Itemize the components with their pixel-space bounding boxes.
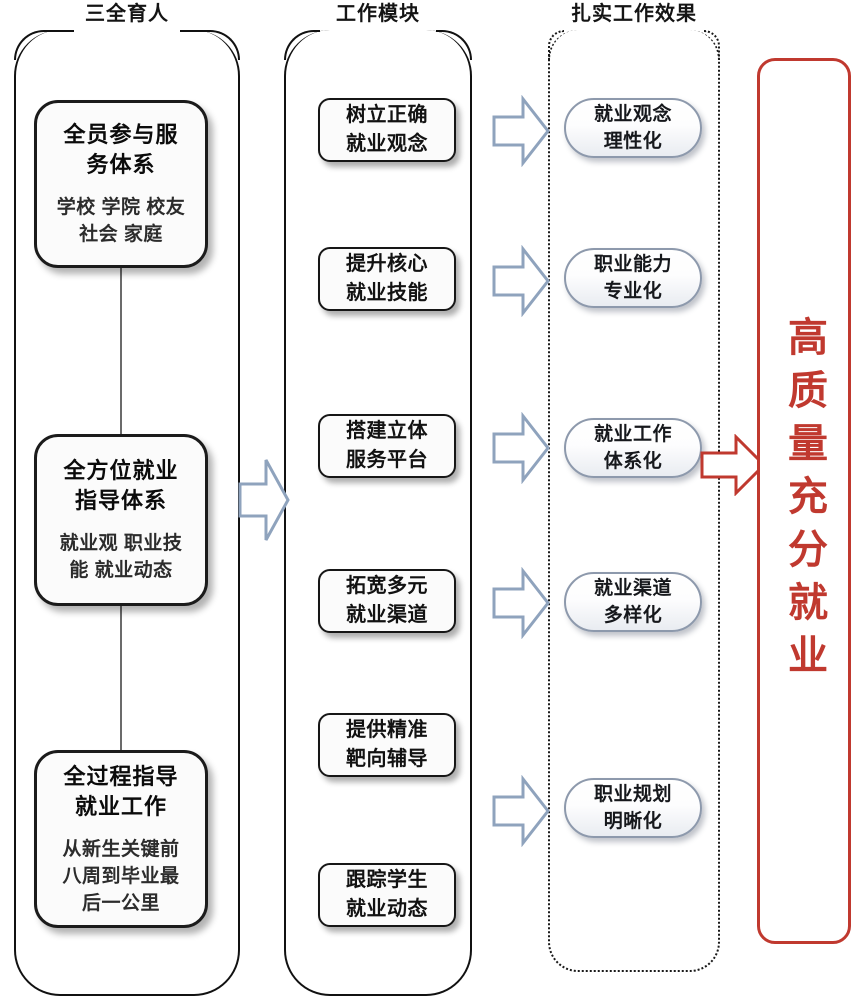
arrow-module-to-effect-5-icon: [492, 775, 550, 847]
pillar-box-3[interactable]: 全过程指导 就业工作 从新生关键前 八周到毕业最 后一公里: [34, 750, 208, 928]
pillar-title-line-1: 全过程指导: [63, 763, 179, 789]
effect-pill-3[interactable]: 就业工作 体系化: [564, 418, 702, 478]
effect-text: 就业工作 体系化: [594, 421, 672, 475]
module-text: 搭建立体 服务平台: [346, 417, 428, 475]
effect-text: 就业观念 理性化: [594, 101, 672, 155]
column-frame-right: [548, 8, 720, 972]
pillar-subtitle: 从新生关键前 八周到毕业最 后一公里: [62, 836, 179, 917]
effect-line-2: 理性化: [603, 131, 663, 152]
effect-line-2: 多样化: [603, 605, 663, 626]
pillar-subtitle-line-1: 就业观 职业技: [59, 533, 183, 554]
pillar-title: 全方位就业 指导体系: [63, 456, 178, 516]
module-box-4[interactable]: 拓宽多元 就业渠道: [318, 569, 456, 633]
module-text: 树立正确 就业观念: [346, 101, 428, 159]
module-box-5[interactable]: 提供精准 靶向辅导: [318, 713, 456, 777]
effect-line-2: 明晰化: [603, 811, 663, 832]
module-line-1: 提升核心: [346, 253, 428, 275]
goal-box[interactable]: 高质量充分就业: [757, 58, 851, 944]
pillar-title-line-1: 全员参与服: [63, 122, 179, 147]
module-box-6[interactable]: 跟踪学生 就业动态: [318, 863, 456, 927]
effect-line-2: 专业化: [603, 281, 663, 302]
effect-pill-2[interactable]: 职业能力 专业化: [564, 248, 702, 308]
goal-text: 高质量充分就业: [782, 315, 826, 687]
module-line-1: 跟踪学生: [346, 869, 428, 891]
effect-text: 就业渠道 多样化: [594, 575, 672, 629]
pillar-subtitle-line-2: 能 就业动态: [69, 560, 173, 581]
arrow-effects-to-goal-icon: [700, 434, 766, 496]
effect-line-1: 职业能力: [593, 254, 672, 275]
module-box-3[interactable]: 搭建立体 服务平台: [318, 414, 456, 478]
module-box-2[interactable]: 提升核心 就业技能: [318, 247, 456, 311]
pillar-title: 全过程指导 就业工作: [63, 762, 178, 822]
pillar-box-1[interactable]: 全员参与服 务体系 学校 学院 校友 社会 家庭: [34, 100, 208, 268]
module-text: 提供精准 靶向辅导: [346, 716, 428, 774]
pillar-subtitle: 学校 学院 校友 社会 家庭: [57, 194, 186, 248]
effect-pill-4[interactable]: 就业渠道 多样化: [564, 572, 702, 632]
pillar-title-line-1: 全方位就业: [63, 458, 179, 483]
pillar-subtitle: 就业观 职业技 能 就业动态: [60, 530, 183, 584]
arrow-module-to-effect-1-icon: [492, 95, 550, 167]
pillar-subtitle-line-3: 后一公里: [81, 892, 160, 914]
module-text: 跟踪学生 就业动态: [346, 866, 428, 924]
module-text: 拓宽多元 就业渠道: [346, 572, 428, 630]
pillar-title-line-2: 务体系: [86, 152, 156, 177]
arrow-module-to-effect-4-icon: [492, 567, 550, 639]
module-line-2: 就业观念: [346, 133, 428, 155]
column-title-right: 扎实工作效果: [571, 3, 697, 25]
frame-body: [284, 30, 472, 996]
module-line-2: 就业技能: [346, 282, 428, 304]
pillar-title-line-2: 就业工作: [74, 793, 167, 819]
pillar-subtitle-line-2: 八周到毕业最: [62, 865, 180, 887]
arrow-left-to-middle-icon: [238, 454, 290, 546]
column-frame-middle: [284, 8, 472, 996]
arrow-module-to-effect-3-icon: [492, 412, 550, 484]
frame-body: [548, 30, 720, 972]
column-title-middle: 工作模块: [336, 3, 420, 25]
module-line-2: 服务平台: [346, 449, 428, 471]
module-line-1: 提供精准: [346, 719, 428, 741]
module-line-1: 拓宽多元: [346, 575, 428, 597]
module-line-1: 树立正确: [346, 104, 428, 126]
arrow-module-to-effect-2-icon: [492, 245, 550, 317]
module-line-1: 搭建立体: [346, 420, 428, 442]
pillar-subtitle-line-2: 社会 家庭: [79, 224, 163, 245]
effect-line-2: 体系化: [603, 451, 663, 472]
effect-text: 职业能力 专业化: [594, 251, 672, 305]
module-line-2: 就业渠道: [346, 604, 428, 626]
connector-pillar-2-3: [120, 602, 122, 754]
effect-pill-1[interactable]: 就业观念 理性化: [564, 98, 702, 158]
pillar-title: 全员参与服 务体系: [63, 120, 178, 180]
effect-line-1: 职业规划: [593, 784, 672, 805]
effect-pill-5[interactable]: 职业规划 明晰化: [564, 778, 702, 838]
effect-text: 职业规划 明晰化: [594, 781, 672, 835]
module-line-2: 靶向辅导: [346, 748, 428, 770]
column-title-left: 三全育人: [85, 3, 169, 25]
pillar-subtitle-line-1: 学校 学院 校友: [56, 197, 186, 218]
module-line-2: 就业动态: [346, 898, 428, 920]
connector-pillar-1-2: [120, 266, 122, 442]
frame-top-left-segment: [548, 30, 564, 60]
effect-line-1: 就业观念: [593, 104, 672, 125]
module-box-1[interactable]: 树立正确 就业观念: [318, 98, 456, 162]
pillar-title-line-2: 指导体系: [74, 488, 167, 513]
pillar-subtitle-line-1: 从新生关键前: [62, 838, 180, 860]
module-text: 提升核心 就业技能: [346, 250, 428, 308]
effect-line-1: 就业工作: [593, 424, 672, 445]
effect-line-1: 就业渠道: [593, 578, 672, 599]
pillar-box-2[interactable]: 全方位就业 指导体系 就业观 职业技 能 就业动态: [34, 434, 208, 606]
